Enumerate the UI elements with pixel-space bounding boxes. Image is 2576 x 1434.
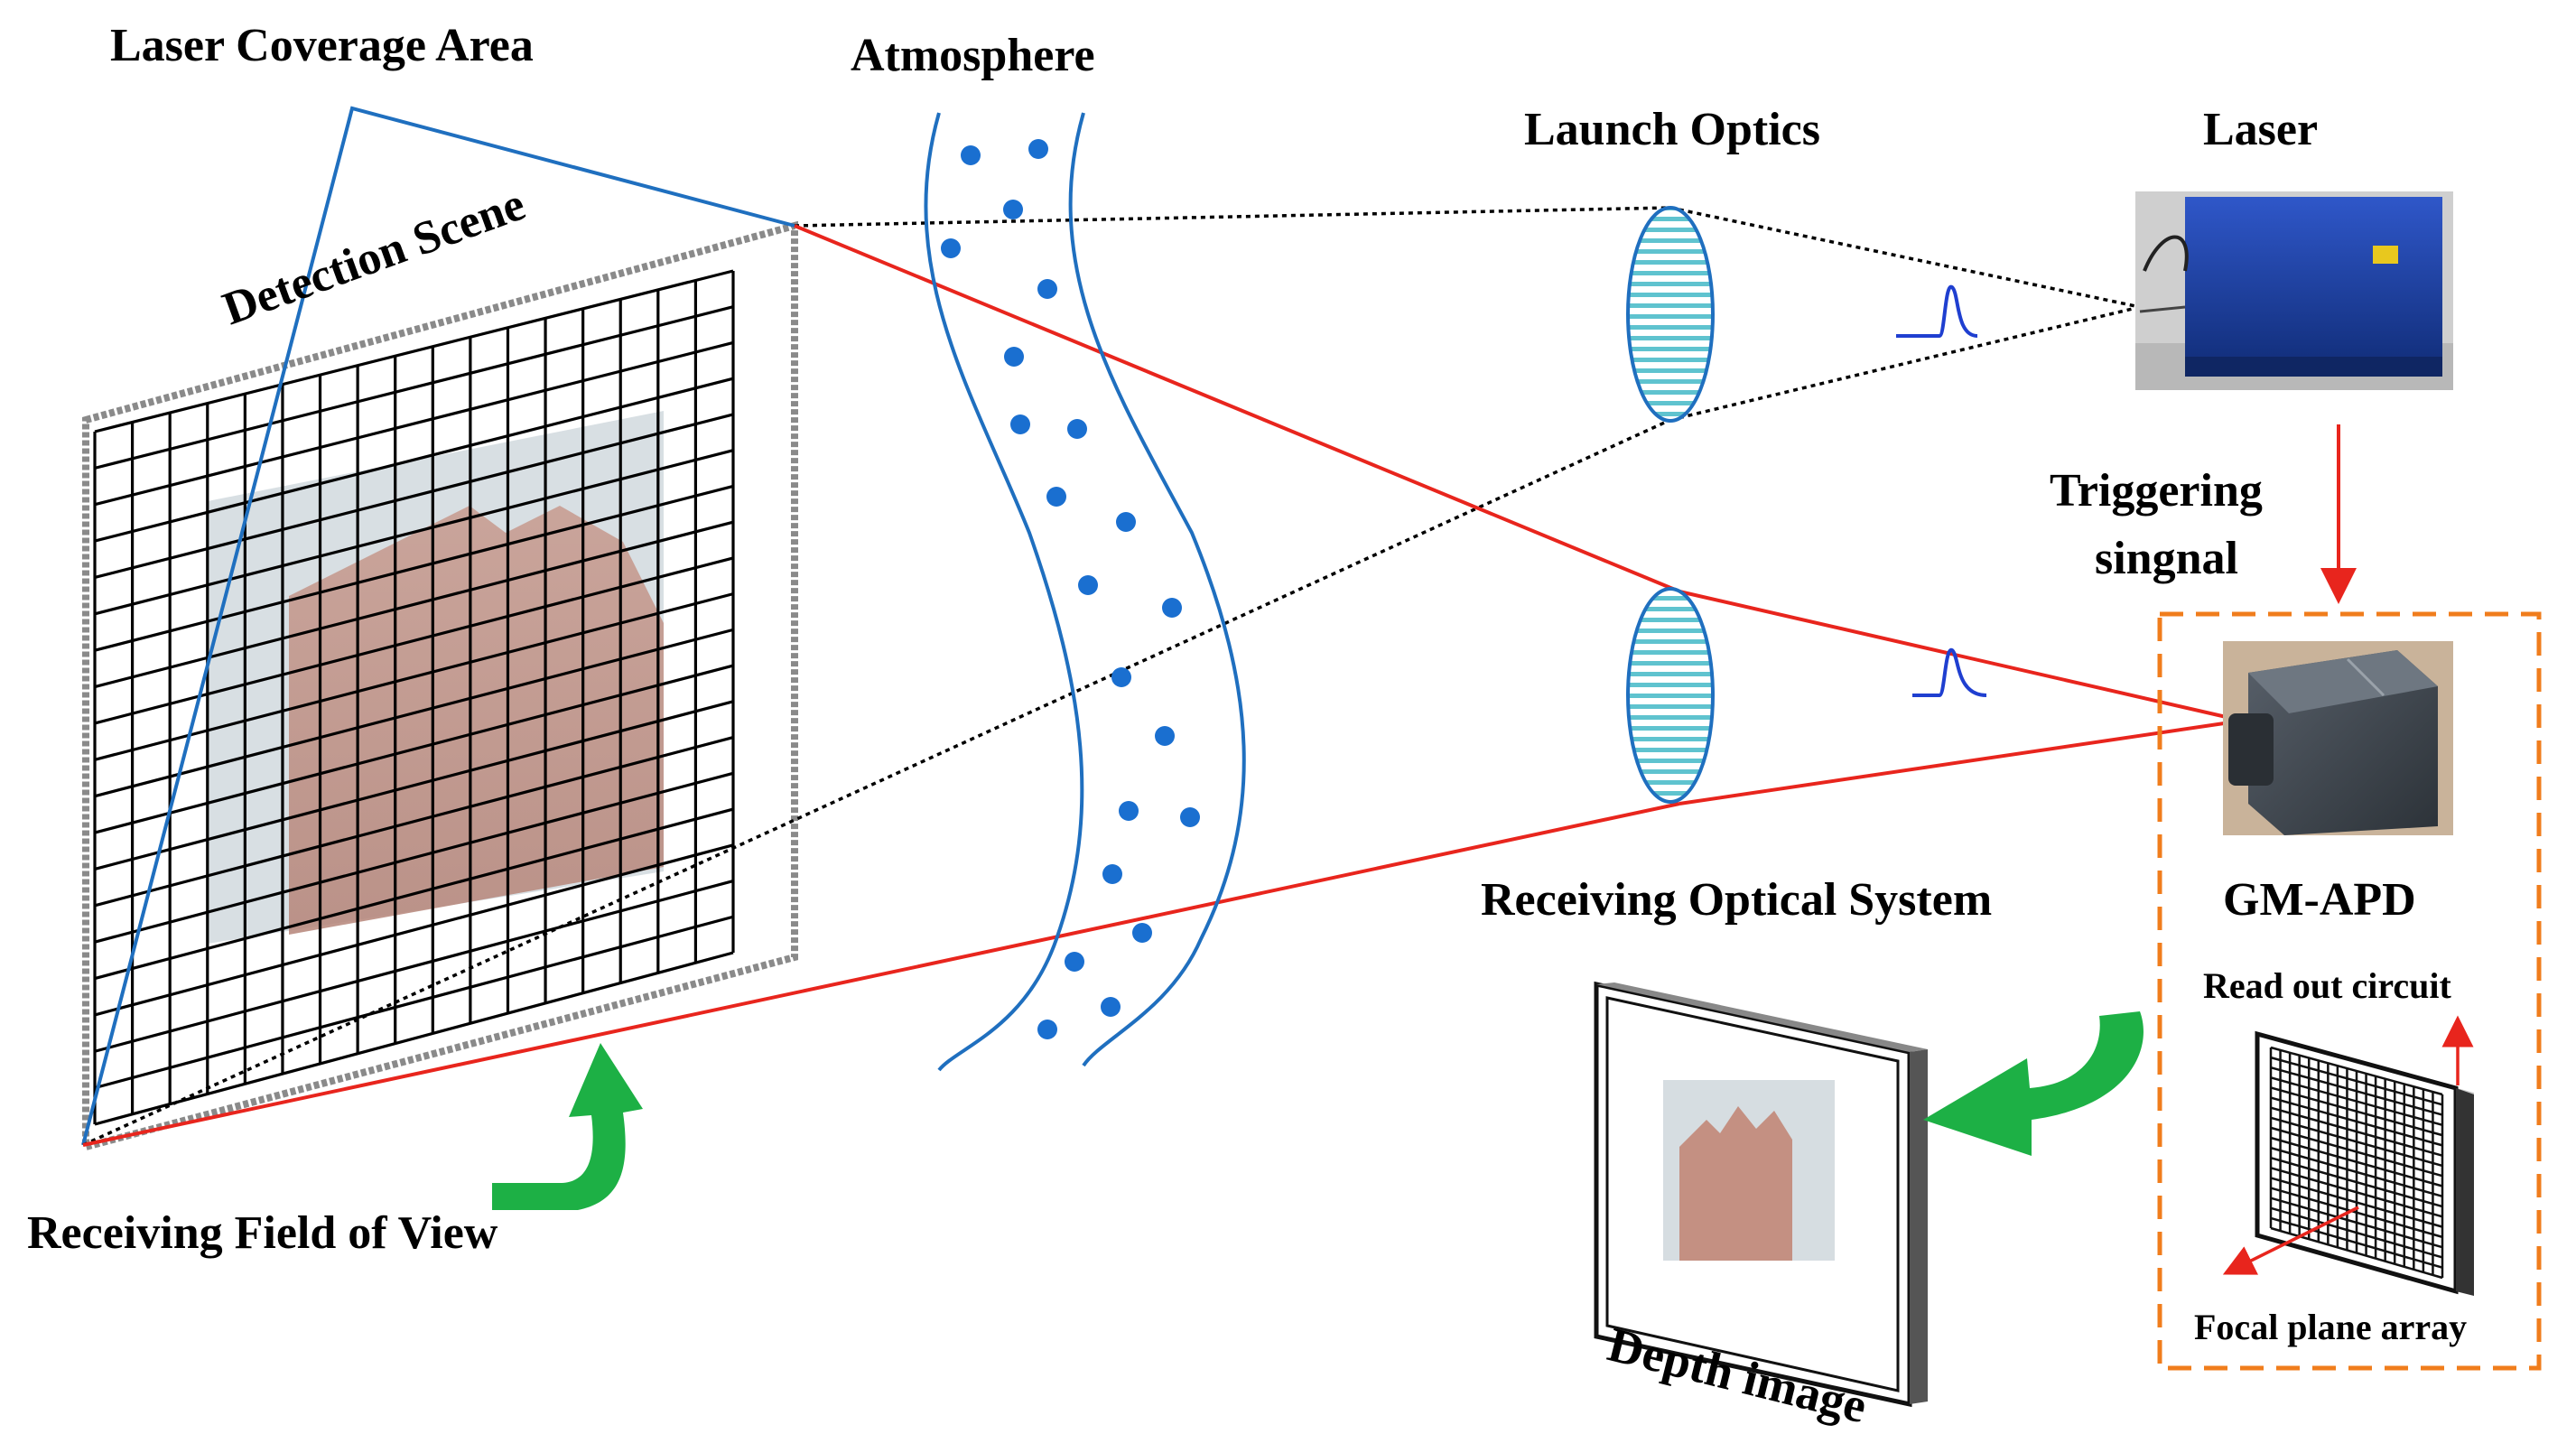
fpa-grid-hline [2270, 1046, 2443, 1096]
atmosphere-particle [1037, 1020, 1057, 1039]
focal-plane-arrow [2222, 1206, 2359, 1275]
scene-grid-hline [94, 592, 734, 761]
detection-scene [82, 220, 798, 1152]
fpa-grid-hline [2270, 1177, 2443, 1228]
triggering-signal-label-line1: Triggering [2050, 465, 2263, 517]
scene-grid-hline [94, 951, 734, 1126]
atmosphere-particle [1028, 139, 1048, 159]
scene-grid-hline [94, 771, 734, 944]
scene-grid [93, 269, 735, 1126]
atmosphere-particle [1010, 414, 1030, 434]
gm-apd-camera-icon [2223, 641, 2453, 835]
atmosphere-particle [1180, 807, 1200, 827]
scene-frame [82, 220, 798, 1152]
atmosphere-particle [941, 238, 961, 258]
scene-grid-hline [94, 520, 734, 689]
atmosphere-particles [941, 139, 1200, 1039]
receive-pulse-icon [1912, 647, 1987, 697]
launch-optics-label: Launch Optics [1524, 104, 1820, 155]
fpa-grid-hline [2270, 1167, 2443, 1218]
scene-grid-hline [94, 305, 734, 470]
scene-building [289, 506, 664, 935]
fpa-grid-hline [2270, 1056, 2443, 1106]
scene-grid-hline [94, 413, 734, 580]
scene-grid-hline [94, 915, 734, 1090]
fpa-grid-hline [2270, 1136, 2443, 1187]
fpa-grid-hline [2270, 1086, 2443, 1137]
depth-image-icon [1594, 981, 1928, 1408]
scene-grid-hline [94, 736, 734, 908]
scene-grid-hline [94, 664, 734, 834]
depth-output-green-arrow [1923, 1011, 2144, 1156]
fpa-grid-hline [2270, 1096, 2443, 1147]
fpa-grid-hline [2270, 1206, 2443, 1259]
receiving-lens [1626, 587, 1715, 804]
triggering-signal-label-line2: singnal [2095, 533, 2238, 584]
atmosphere-label: Atmosphere [851, 30, 1095, 81]
laser-label: Laser [2203, 104, 2318, 155]
read-out-circuit-label: Read out circuit [2203, 965, 2451, 1006]
fpa-grid-hline [2270, 1187, 2443, 1239]
fpa-grid-hline [2270, 1126, 2443, 1178]
atmosphere-particle [1155, 726, 1175, 746]
focal-plane-array-label: Focal plane array [2194, 1307, 2467, 1347]
gm-apd-box [2157, 611, 2542, 1371]
fpa-grid-hline [2270, 1106, 2443, 1157]
launch-pulse-icon [1896, 284, 1978, 338]
fpa-grid-hline [2270, 1076, 2443, 1127]
focal-plane-array-icon [2255, 1030, 2474, 1296]
detection-scene-label: Detection Scene [217, 179, 532, 336]
fpa-grid-hline [2270, 1116, 2443, 1168]
atmosphere-particle [1067, 419, 1087, 439]
launch-lens [1626, 206, 1715, 423]
scene-grid-hline [94, 484, 734, 652]
receiving-field-of-view-label: Receiving Field of View [27, 1207, 498, 1259]
atmosphere-particle [1111, 667, 1131, 687]
atmosphere-particle [1102, 864, 1122, 884]
atmosphere-particle [1065, 952, 1084, 972]
laser-device-icon [2135, 191, 2453, 390]
atmosphere-particle [1119, 801, 1139, 821]
scene-grid-hline [94, 628, 734, 798]
atmosphere [924, 112, 1246, 1072]
scene-grid-hline [94, 807, 734, 981]
scene-grid-hline [94, 700, 734, 871]
atmosphere-particle [1003, 200, 1023, 219]
atmosphere-particle [1078, 575, 1098, 595]
atmosphere-particle [1046, 487, 1066, 507]
atmosphere-particle [1116, 512, 1136, 532]
gm-apd-label: GM-APD [2223, 874, 2416, 926]
atmosphere-right-boundary [1068, 112, 1246, 1067]
atmosphere-particle [1162, 598, 1182, 618]
fpa-grid-hline [2270, 1157, 2443, 1208]
receiving-fov-green-arrow [492, 1043, 643, 1210]
atmosphere-particle [1101, 997, 1121, 1017]
atmosphere-particle [1037, 279, 1057, 299]
scene-grid-hline [94, 377, 734, 543]
scene-grid-hline [94, 843, 734, 1017]
fpa-grid-hline [2270, 1197, 2443, 1249]
atmosphere-particle [1004, 347, 1024, 367]
fpa-grid-hline [2270, 1146, 2443, 1197]
atmosphere-particle [961, 145, 981, 165]
receiving-optical-system-label: Receiving Optical System [1481, 874, 1992, 926]
fpa-grid-hline [2270, 1216, 2443, 1269]
atmosphere-left-boundary [924, 112, 1084, 1072]
laser-coverage-area-label: Laser Coverage Area [110, 20, 534, 71]
laser-coverage-lines [81, 106, 795, 1146]
scene-grid-hline [94, 269, 734, 433]
fpa-grid-hline [2270, 1066, 2443, 1116]
scene-grid-hline [94, 449, 734, 616]
atmosphere-particle [1132, 923, 1152, 943]
scene-grid-hline [94, 340, 734, 507]
scene-grid-hline [94, 879, 734, 1053]
launch-beam [82, 206, 2141, 1147]
